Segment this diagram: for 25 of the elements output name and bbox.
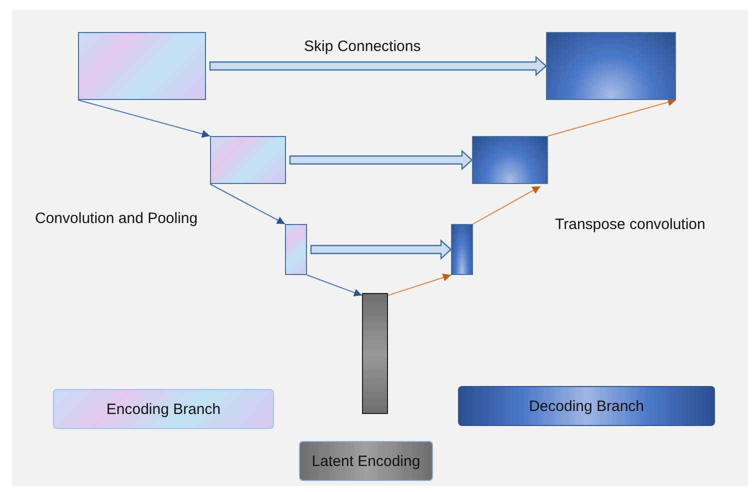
feature-map-block: [210, 136, 286, 184]
feature-map-block: [472, 136, 548, 184]
arrow: [548, 98, 676, 136]
box-label: Encoding Branch: [106, 400, 221, 418]
arrow: [388, 274, 452, 296]
block-arrow: [209, 56, 547, 76]
feature-map-block: [546, 32, 676, 100]
arrow: [306, 274, 362, 296]
annotation-text: Skip Connections: [304, 38, 421, 55]
feature-map-block: [285, 224, 307, 275]
annotation-text: Convolution and Pooling: [35, 210, 198, 227]
label-box: [299, 441, 433, 481]
arrow: [472, 186, 541, 224]
feature-map-block: [78, 32, 206, 100]
feature-map-block: [362, 293, 388, 414]
arrow: [78, 100, 210, 138]
label-box: [53, 389, 274, 429]
annotation-text: Transpose convolution: [555, 216, 706, 233]
feature-map-block: [451, 224, 473, 275]
box-label: Latent Encoding: [312, 452, 420, 470]
block-arrow: [289, 150, 473, 170]
label-box: [458, 386, 715, 426]
arrow: [210, 184, 286, 224]
block-arrow: [310, 239, 452, 260]
box-label: Decoding Branch: [528, 398, 644, 414]
